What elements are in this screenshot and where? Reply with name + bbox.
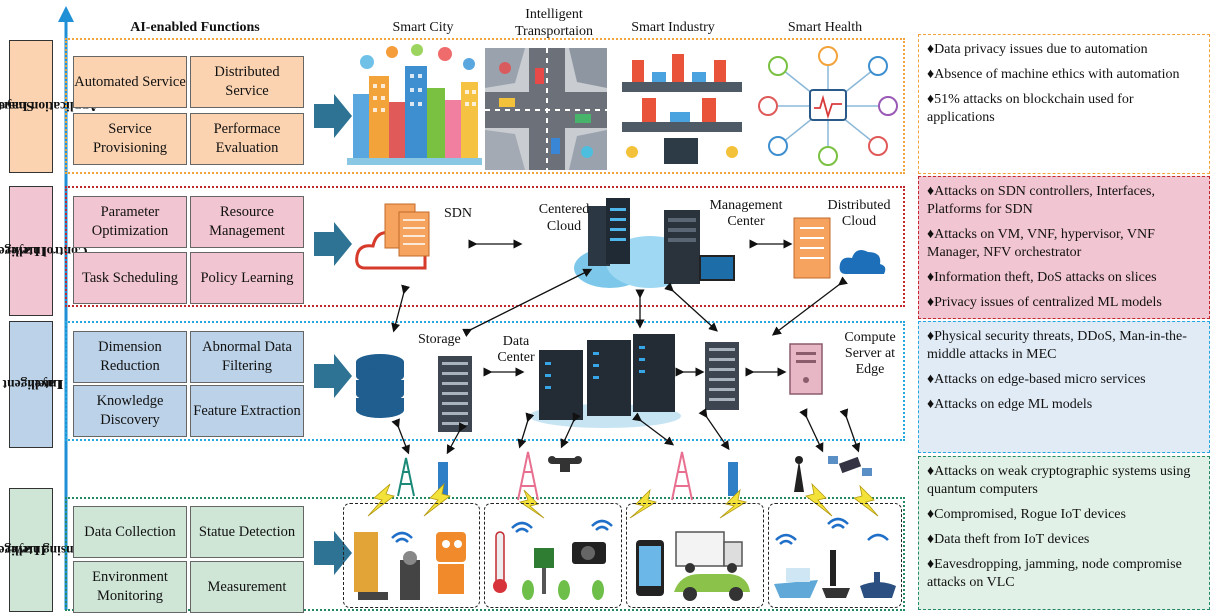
threat-item: ♦Physical security threats, DDoS, Man-in… — [927, 329, 1187, 362]
database-icon — [356, 354, 404, 418]
connectors — [391, 239, 861, 455]
band-sensing — [65, 497, 905, 611]
function-box: Automated Service — [73, 56, 187, 108]
threat-item: ♦Information theft, DoS attacks on slice… — [927, 270, 1157, 285]
threat-item: ♦Attacks on edge-based micro services — [927, 372, 1146, 387]
sdn-cloud-icon — [355, 203, 430, 270]
flow-arrow-icon — [314, 94, 352, 138]
function-box: Data Collection — [73, 506, 187, 558]
iot-group-agriculture — [484, 503, 622, 608]
band-application — [65, 38, 905, 174]
flow-arrow-icon — [314, 354, 352, 398]
maritime-devices-icon — [774, 517, 896, 598]
threats-sensing: ♦Attacks on weak cryptographic systems u… — [918, 456, 1210, 610]
threats-control: ♦Attacks on SDN controllers, Interfaces,… — [918, 176, 1210, 319]
vehicles-devices-icon — [636, 531, 750, 601]
smart-industry-illustration — [622, 54, 742, 164]
smart-health-illustration — [758, 46, 898, 166]
threats-application: ♦Data privacy issues due to automation ♦… — [918, 34, 1210, 174]
threat-item: ♦Attacks on weak cryptographic systems u… — [927, 464, 1191, 497]
function-box: Policy Learning — [190, 252, 304, 304]
app-title-smart-industry: Smart Industry — [631, 20, 715, 35]
function-box: Feature Extraction — [190, 385, 304, 437]
factory-devices-icon — [354, 531, 466, 600]
function-box: Dimension Reduction — [73, 331, 187, 383]
threat-item: ♦Data theft from IoT devices — [927, 532, 1090, 547]
threat-item: ♦Data privacy issues due to automation — [927, 42, 1148, 57]
threat-item: ♦Eavesdropping, jamming, node compromise… — [927, 557, 1182, 590]
compute-server-icon — [789, 343, 823, 395]
flow-arrow-icon — [314, 531, 352, 575]
layer-tab-control: IntelligentControl Layer — [0, 186, 87, 316]
threat-item: ♦Privacy issues of centralized ML models — [927, 295, 1162, 310]
function-box: Knowledge Discovery — [73, 385, 187, 437]
app-title-transportation: Intelligent Transportaion — [514, 7, 594, 39]
function-box: Measurement — [190, 561, 304, 613]
iot-group-vehicles — [626, 503, 764, 608]
threat-item: ♦Attacks on SDN controllers, Interfaces,… — [927, 184, 1155, 217]
function-box: Service Provisioning — [73, 113, 187, 165]
centered-cloud-label: Centered Cloud — [538, 202, 590, 234]
threat-item: ♦51% attacks on blockchain used for appl… — [927, 92, 1134, 125]
function-box: Distributed Service — [190, 56, 304, 108]
function-box: Performace Evaluation — [190, 113, 304, 165]
threats-edge: ♦Physical security threats, DDoS, Man-in… — [918, 321, 1210, 453]
threat-item: ♦Attacks on edge ML models — [927, 397, 1093, 412]
threat-item: ♦Compromised, Rogue IoT devices — [927, 507, 1126, 522]
distributed-cloud-icon — [793, 217, 886, 279]
towers-and-devices — [397, 451, 872, 501]
lightning-links — [367, 482, 879, 519]
app-title-smart-health: Smart Health — [787, 20, 863, 35]
storage-label: Storage — [418, 332, 461, 347]
function-box: Statue Detection — [190, 506, 304, 558]
flow-arrow-icon — [314, 222, 352, 266]
distributed-cloud-label: Distributed Cloud — [827, 198, 891, 229]
compute-server-label: Compute Server at Edge — [844, 330, 896, 377]
data-center-label: Data Center — [497, 334, 535, 365]
function-box: Parameter Optimization — [73, 196, 187, 248]
management-center-icon — [664, 210, 735, 284]
layer-tab-edge: Intelligent EdgeLayer — [0, 321, 63, 448]
function-box: Task Scheduling — [73, 252, 187, 304]
function-box: Environment Monitoring — [73, 561, 187, 613]
iot-group-maritime — [768, 503, 902, 608]
function-box: Resource Management — [190, 196, 304, 248]
management-center-label: Management Center — [709, 198, 783, 229]
edge-server-icon — [705, 342, 739, 410]
threat-item: ♦Absence of machine ethics with automati… — [927, 67, 1180, 82]
sdn-label: SDN — [444, 206, 473, 221]
layer-tab-sensing: IntelligentSensing Layer — [0, 488, 87, 612]
function-box: Abnormal Data Filtering — [190, 331, 304, 383]
agriculture-devices-icon — [493, 519, 613, 600]
app-title-smart-city: Smart City — [392, 20, 454, 35]
iot-group-factory — [343, 503, 480, 608]
smart-city-illustration — [347, 44, 482, 165]
functions-title: AI-enabled Functions — [130, 20, 260, 35]
transportation-illustration — [485, 48, 607, 170]
threat-item: ♦Attacks on VM, VNF, hypervisor, VNF Man… — [927, 227, 1155, 260]
